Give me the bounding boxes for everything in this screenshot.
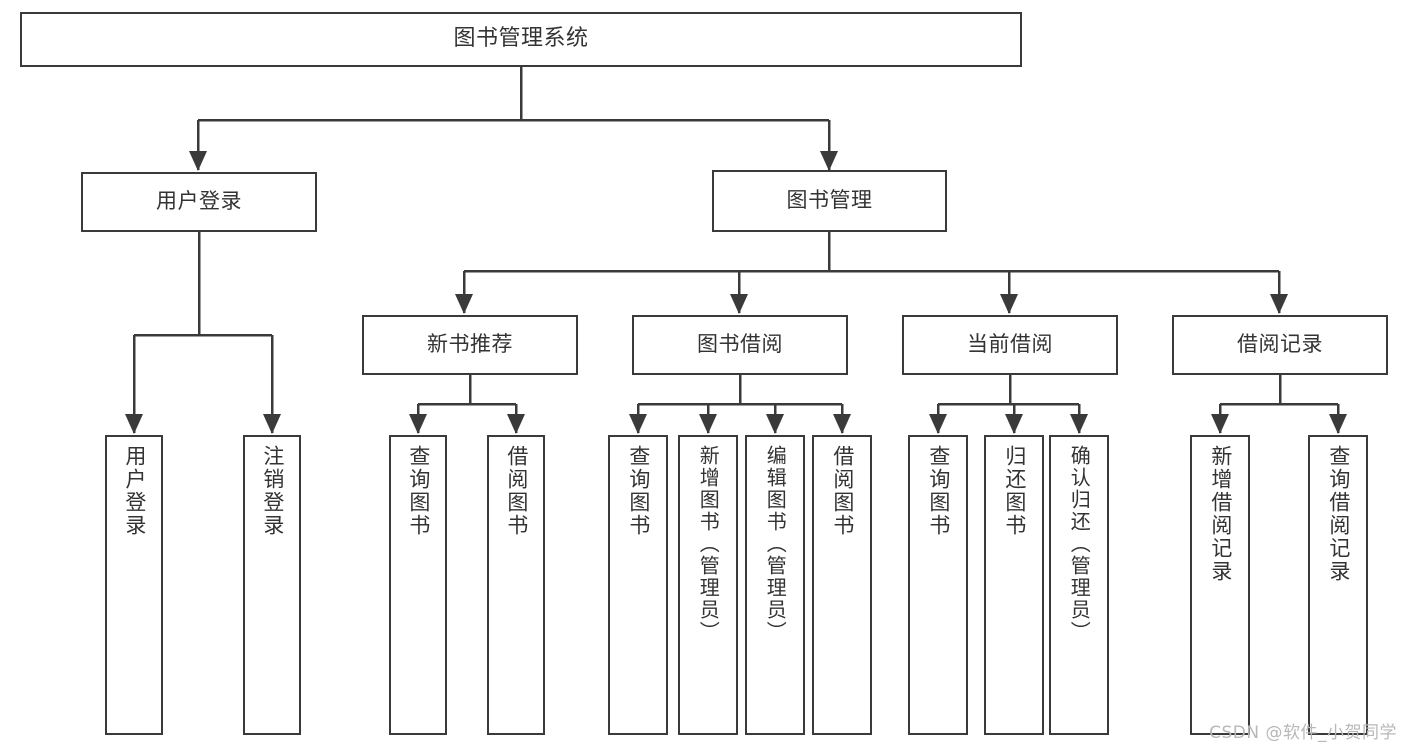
node-label: 编辑图书（管理员） <box>763 445 788 643</box>
node-label: 注销登录 <box>260 445 285 537</box>
node-label: 图书管理系统 <box>453 26 589 52</box>
node-label: 图书管理 <box>786 188 873 213</box>
node-user-login[interactable]: 用户登录 <box>81 172 317 232</box>
leaf-borrow-book-1[interactable]: 借阅图书 <box>487 435 545 735</box>
node-book-borrow[interactable]: 图书借阅 <box>632 315 848 375</box>
node-label: 当前借阅 <box>967 332 1053 357</box>
leaf-edit-book[interactable]: 编辑图书（管理员） <box>745 435 805 735</box>
leaf-query-record[interactable]: 查询借阅记录 <box>1308 435 1368 735</box>
csdn-watermark: CSDN @软件_小贺同学 <box>1209 723 1397 743</box>
node-label: 借阅记录 <box>1237 332 1323 357</box>
node-label: 查询图书 <box>626 445 651 537</box>
node-label: 查询图书 <box>926 445 951 537</box>
leaf-add-book[interactable]: 新增图书（管理员） <box>678 435 738 735</box>
node-new-book-recommend[interactable]: 新书推荐 <box>362 315 578 375</box>
node-label: 查询借阅记录 <box>1326 445 1351 583</box>
node-label: 用户登录 <box>156 189 242 214</box>
leaf-confirm-return[interactable]: 确认归还（管理员） <box>1049 435 1109 735</box>
node-label: 确认归还（管理员） <box>1067 445 1092 643</box>
node-label: 新书推荐 <box>427 332 513 357</box>
leaf-user-logout[interactable]: 注销登录 <box>243 435 301 735</box>
node-current-borrow[interactable]: 当前借阅 <box>902 315 1118 375</box>
node-book-manage[interactable]: 图书管理 <box>712 170 947 232</box>
node-root-system[interactable]: 图书管理系统 <box>20 12 1022 67</box>
node-label: 归还图书 <box>1002 445 1027 537</box>
leaf-add-record[interactable]: 新增借阅记录 <box>1190 435 1250 735</box>
node-label: 借阅图书 <box>830 445 855 537</box>
leaf-borrow-book-2[interactable]: 借阅图书 <box>812 435 872 735</box>
leaf-user-login[interactable]: 用户登录 <box>105 435 163 735</box>
leaf-return-book[interactable]: 归还图书 <box>984 435 1044 735</box>
node-label: 借阅图书 <box>504 445 529 537</box>
node-label: 新增图书（管理员） <box>696 445 721 643</box>
node-label: 新增借阅记录 <box>1208 445 1233 583</box>
leaf-query-book-3[interactable]: 查询图书 <box>908 435 968 735</box>
leaf-query-book-2[interactable]: 查询图书 <box>608 435 668 735</box>
node-borrow-record[interactable]: 借阅记录 <box>1172 315 1388 375</box>
node-label: 查询图书 <box>406 445 431 537</box>
node-label: 用户登录 <box>122 445 147 537</box>
leaf-query-book-1[interactable]: 查询图书 <box>389 435 447 735</box>
node-label: 图书借阅 <box>697 332 783 357</box>
